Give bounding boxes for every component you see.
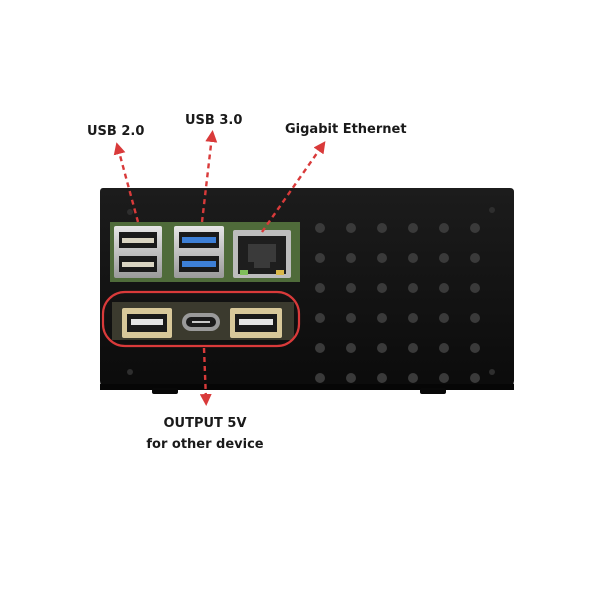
- vent-hole: [439, 283, 449, 293]
- label-output-line1: OUTPUT 5V: [163, 416, 247, 431]
- vent-hole: [439, 223, 449, 233]
- vent-hole: [315, 343, 325, 353]
- label-usb2: USB 2.0: [87, 124, 145, 139]
- vent-hole: [377, 343, 387, 353]
- vent-hole: [408, 223, 418, 233]
- vent-hole: [346, 283, 356, 293]
- vent-hole: [470, 313, 480, 323]
- ethernet-port: [233, 230, 291, 278]
- usb2-ports: [114, 226, 162, 278]
- label-output-line2: for other device: [146, 437, 264, 452]
- output-usb-a-left: [122, 308, 172, 338]
- port-cluster-top: [110, 222, 300, 282]
- vent-hole: [346, 313, 356, 323]
- vent-hole: [346, 373, 356, 383]
- vent-hole: [315, 253, 325, 263]
- vent-hole: [408, 283, 418, 293]
- vent-hole: [439, 253, 449, 263]
- usb3-ports: [174, 226, 224, 278]
- vent-hole: [470, 373, 480, 383]
- vent-hole: [470, 223, 480, 233]
- vent-hole: [408, 343, 418, 353]
- vent-hole: [470, 343, 480, 353]
- port-cluster-bottom: [112, 302, 294, 340]
- vent-hole: [470, 283, 480, 293]
- arrow-usb2: [113, 142, 140, 223]
- vent-hole: [408, 313, 418, 323]
- vent-hole: [439, 373, 449, 383]
- output-usb-c: [182, 313, 220, 331]
- vent-hole: [377, 223, 387, 233]
- vent-hole: [377, 283, 387, 293]
- vent-hole: [439, 313, 449, 323]
- vent-hole-grid: [315, 223, 480, 383]
- vent-hole: [377, 313, 387, 323]
- vent-hole: [315, 283, 325, 293]
- vent-hole: [315, 313, 325, 323]
- vent-hole: [346, 253, 356, 263]
- vent-hole: [377, 253, 387, 263]
- vent-hole: [408, 373, 418, 383]
- label-ethernet: Gigabit Ethernet: [285, 122, 407, 137]
- vent-hole: [346, 343, 356, 353]
- output-highlight-box: [101, 290, 301, 348]
- vent-hole: [315, 223, 325, 233]
- vent-hole: [470, 253, 480, 263]
- vent-hole: [439, 343, 449, 353]
- label-output: OUTPUT 5V for other device: [130, 413, 280, 455]
- label-usb3: USB 3.0: [185, 113, 243, 128]
- vent-hole: [346, 223, 356, 233]
- vent-hole: [377, 373, 387, 383]
- vent-hole: [315, 373, 325, 383]
- output-usb-a-right: [230, 308, 282, 338]
- vent-hole: [408, 253, 418, 263]
- arrow-usb3: [200, 130, 218, 223]
